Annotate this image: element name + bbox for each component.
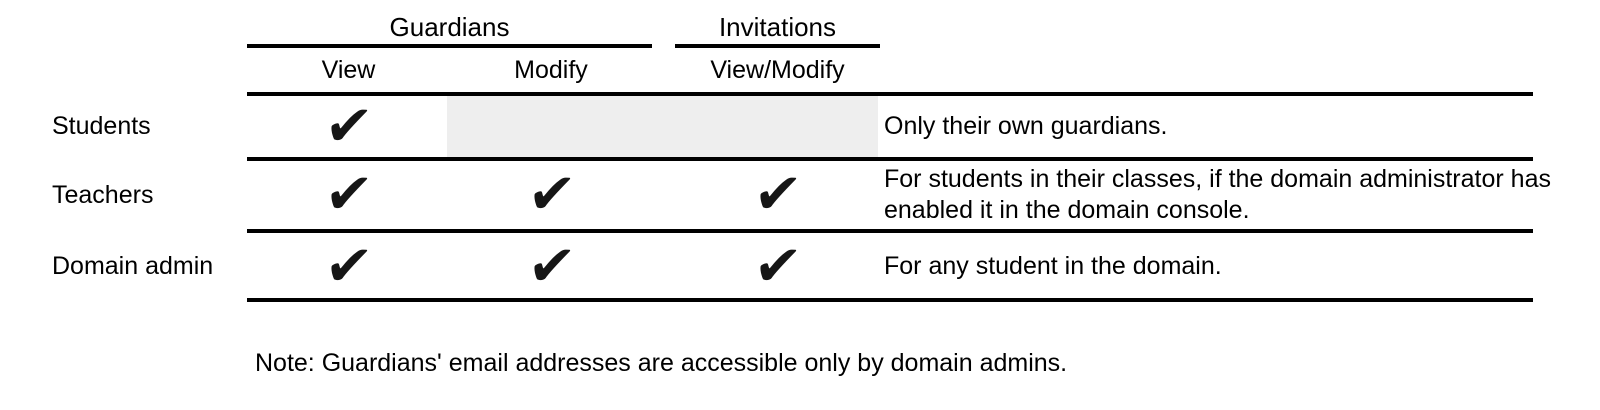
column-group-invitations: Invitations — [718, 12, 837, 42]
domain-admin-row-rule — [247, 298, 1533, 302]
check-icon: ✔ — [524, 233, 578, 299]
students-row-rule — [247, 157, 1533, 161]
subheader-invitations-view-modify: View/Modify — [710, 56, 845, 84]
teachers-row-rule — [247, 229, 1533, 233]
row-label-students: Students — [52, 112, 151, 140]
check-icon: ✔ — [321, 233, 376, 299]
check-icon: ✔ — [750, 162, 805, 227]
row-label-teachers: Teachers — [52, 180, 154, 209]
check-icon: ✔ — [524, 162, 578, 227]
footnote: Note: Guardians' email addresses are acc… — [255, 349, 1068, 377]
cell-domain-admin-guardians-modify: ✔ — [450, 233, 652, 299]
check-icon: ✔ — [750, 233, 805, 299]
header-bottom-rule — [247, 92, 1533, 96]
cell-students-guardians-view: ✔ — [247, 93, 450, 159]
cell-domain-admin-guardians-view: ✔ — [247, 233, 450, 299]
note-domain-admin: For any student in the domain. — [884, 252, 1222, 280]
subheader-guardians-view: View — [321, 56, 376, 84]
note-students: Only their own guardians. — [884, 112, 1168, 140]
cell-teachers-guardians-view: ✔ — [247, 161, 450, 229]
subheader-guardians-modify: Modify — [514, 56, 588, 84]
row-label-domain-admin: Domain admin — [52, 252, 214, 280]
cell-teachers-invitations-view-modify: ✔ — [675, 161, 880, 229]
column-group-guardians: Guardians — [389, 12, 510, 42]
note-teachers: For students in their classes, if the do… — [884, 165, 1551, 224]
cell-teachers-guardians-modify: ✔ — [450, 161, 652, 229]
invitations-group-underline — [675, 44, 880, 48]
cell-domain-admin-invitations-view-modify: ✔ — [675, 233, 880, 299]
guardians-group-underline — [247, 44, 652, 48]
check-icon: ✔ — [321, 162, 376, 227]
check-icon: ✔ — [321, 93, 376, 159]
cell-students-merged-disabled — [447, 96, 878, 157]
